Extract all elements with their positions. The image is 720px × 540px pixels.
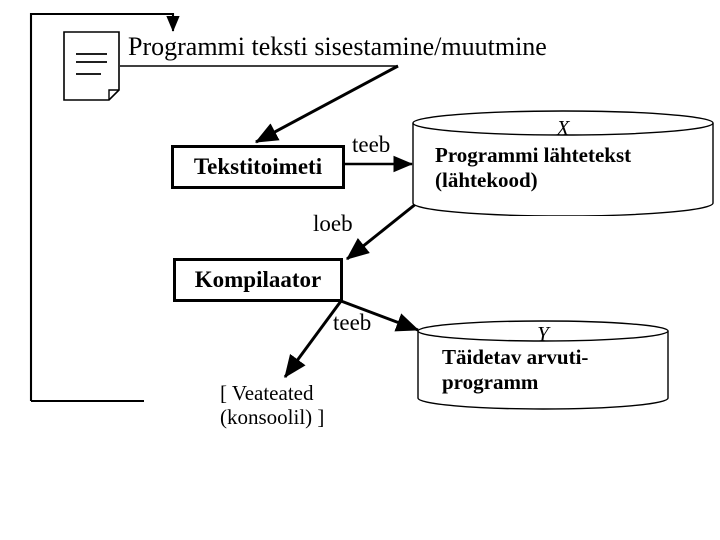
note-error-messages-line1: [ Veateated (220, 381, 314, 405)
compiler-to-errors-connector (283, 300, 343, 378)
datastore-text-line1: Programmi lähtetekst (435, 143, 632, 167)
datastore-cylinder-source-code[interactable]: X Programmi lähtetekst (lähtekood) (412, 110, 714, 216)
datastore-text-line2: programm (442, 369, 539, 394)
datastore-text-line2: (lähtekood) (435, 167, 538, 192)
note-error-messages-line2: (konsoolil) ] (220, 404, 325, 429)
source-to-compiler-connector (346, 201, 418, 261)
document-page-icon (63, 31, 120, 101)
datastore-cylinder-executable[interactable]: Y Täidetav arvuti- programm (417, 320, 669, 410)
edge-label-teeb-editor: teeb (352, 132, 391, 157)
process-box-tekstitoimeti[interactable]: Tekstitoimeti (171, 145, 345, 189)
process-label-tekstitoimeti: Tekstitoimeti (193, 154, 323, 179)
edge-label-loeb: loeb (313, 211, 353, 236)
datastore-text-line1: Täidetav arvuti- (442, 345, 589, 369)
datastore-text-executable: Täidetav arvuti- programm (442, 345, 672, 395)
process-label-kompilaator: Kompilaator (194, 267, 322, 292)
datastore-marker-x: X (556, 116, 570, 140)
compiler-to-executable-connector (340, 299, 420, 332)
datastore-text-source-code: Programmi lähtetekst (lähtekood) (435, 143, 715, 193)
edge-label-teeb-compiler: teeb (333, 310, 372, 335)
datastore-marker-y: Y (537, 322, 549, 346)
process-box-kompilaator[interactable]: Kompilaator (173, 258, 343, 302)
feedback-loop-connector (29, 12, 180, 403)
note-error-messages: [ Veateated (konsoolil) ] (220, 381, 370, 429)
title-to-editor-connector (120, 64, 399, 144)
page-title: Programmi teksti sisestamine/muutmine (128, 32, 547, 61)
